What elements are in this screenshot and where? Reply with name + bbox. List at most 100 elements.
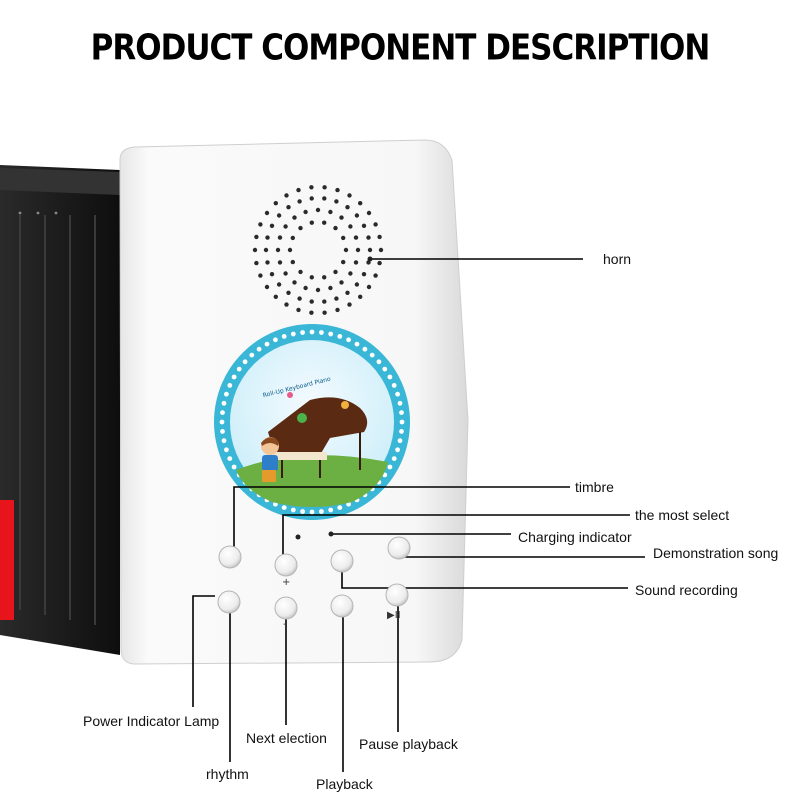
sticker-ring-dot (300, 509, 305, 514)
speaker-hole (276, 213, 282, 218)
speaker-hole (335, 187, 340, 193)
label-demonstration-song: Demonstration song (653, 545, 779, 561)
speaker-hole (297, 199, 302, 204)
button-most-select[interactable] (274, 553, 298, 577)
speaker-hole (309, 220, 314, 225)
power-lamp-leader (192, 595, 215, 707)
speaker-hole (309, 310, 314, 315)
sticker-ring-dot (337, 334, 343, 339)
sticker-ring-dot (227, 383, 233, 388)
speaker-hole (297, 296, 302, 301)
speaker-hole (276, 282, 282, 287)
button-playback[interactable] (330, 594, 354, 618)
button-timbre[interactable] (218, 545, 242, 569)
label-charging-indicator: Charging indicator (518, 529, 632, 545)
speaker-hole (322, 310, 327, 315)
sticker-ring-dot (290, 507, 296, 513)
speaker-hole (277, 235, 283, 240)
sticker-ring-dot (219, 419, 225, 425)
speaker-hole (355, 247, 361, 253)
sticker-ring-dot (300, 330, 305, 335)
speaker-hole (322, 275, 327, 280)
label-most-select: the most select (635, 507, 730, 523)
speaker-hole (292, 215, 297, 220)
sticker-ring-dot (346, 337, 351, 343)
speaker-hole (361, 223, 367, 228)
speaker-hole (275, 247, 281, 253)
speaker-hole (265, 235, 270, 240)
speaker-hole (345, 290, 350, 295)
label-sound-recording: Sound recording (635, 582, 738, 598)
speaker-hole (298, 269, 303, 275)
speaker-hole (273, 201, 278, 206)
speaker-hole (252, 247, 258, 253)
label-rhythm: rhythm (206, 766, 249, 782)
speaker-hole (264, 284, 270, 290)
speaker-hole (348, 224, 353, 229)
sticker-ring-dot (221, 400, 227, 406)
speaker-hole (322, 220, 327, 225)
sticker-ring-dot (337, 505, 343, 510)
speaker-hole (258, 222, 263, 227)
speaker-hole (339, 215, 344, 220)
speaker-hole (284, 193, 289, 198)
speaker-hole (296, 187, 301, 193)
speaker-hole (353, 235, 359, 240)
speaker-hole (303, 209, 308, 215)
speaker-hole (303, 285, 308, 291)
speaker-hole (290, 259, 295, 265)
sticker (214, 324, 410, 520)
speaker-hole (334, 199, 339, 204)
plus-symbol: + (282, 577, 291, 588)
speaker-hole (296, 307, 301, 313)
speaker-hole (298, 225, 303, 231)
button-next-election[interactable] (274, 596, 298, 620)
speaker-hole (254, 234, 259, 240)
label-next-election: Next election (246, 730, 327, 746)
label-playback: Playback (316, 776, 373, 792)
sticker-ring-dot (387, 464, 393, 470)
sticker-ring-dot (309, 509, 315, 515)
speaker-hole (377, 260, 382, 266)
speaker-hole (286, 205, 291, 210)
button-sound-recording[interactable] (330, 549, 354, 573)
speaker-hole (264, 210, 270, 216)
label-horn: horn (603, 251, 632, 267)
speaker-hole (333, 269, 338, 275)
button-rhythm[interactable] (217, 590, 241, 614)
sticker-ring-dot (399, 410, 404, 415)
horn-leader-dot (367, 256, 373, 262)
most-select-leader (282, 514, 630, 555)
speaker-hole (328, 209, 333, 215)
leader-lines (192, 258, 645, 772)
button-pause-playback[interactable] (385, 583, 409, 607)
speaker-hole (366, 210, 372, 216)
sticker-ring-dot (256, 346, 262, 352)
sticker-ring-dot (220, 429, 225, 434)
button-demonstration-song[interactable] (387, 536, 411, 560)
speaker-hole (284, 302, 289, 307)
speaker-hole (277, 260, 283, 265)
speaker-hole (328, 285, 333, 291)
speaker-hole (335, 307, 340, 313)
sticker-ring-dot (391, 456, 397, 461)
sticker-ring-dot (319, 509, 324, 514)
speaker-hole (347, 302, 352, 307)
speaker-hole (339, 280, 344, 285)
speaker-hole (287, 247, 293, 253)
page-title: PRODUCT COMPONENT DESCRIPTION (90, 27, 711, 69)
speaker-hole (283, 271, 288, 276)
speaker-hole (367, 247, 373, 253)
speaker-hole (315, 287, 321, 293)
timbre-leader (233, 486, 570, 548)
red-stripe (0, 500, 14, 620)
speaker-hole (290, 235, 295, 241)
sticker-ring-dot (220, 410, 225, 415)
power-indicator-dot (295, 534, 301, 540)
speaker-hole (309, 196, 314, 201)
speaker-hole (309, 185, 314, 190)
sticker-ring-dot (221, 438, 227, 444)
speaker-hole (345, 205, 350, 210)
speaker-hole (265, 260, 270, 265)
label-pause-playback: Pause playback (359, 736, 458, 752)
